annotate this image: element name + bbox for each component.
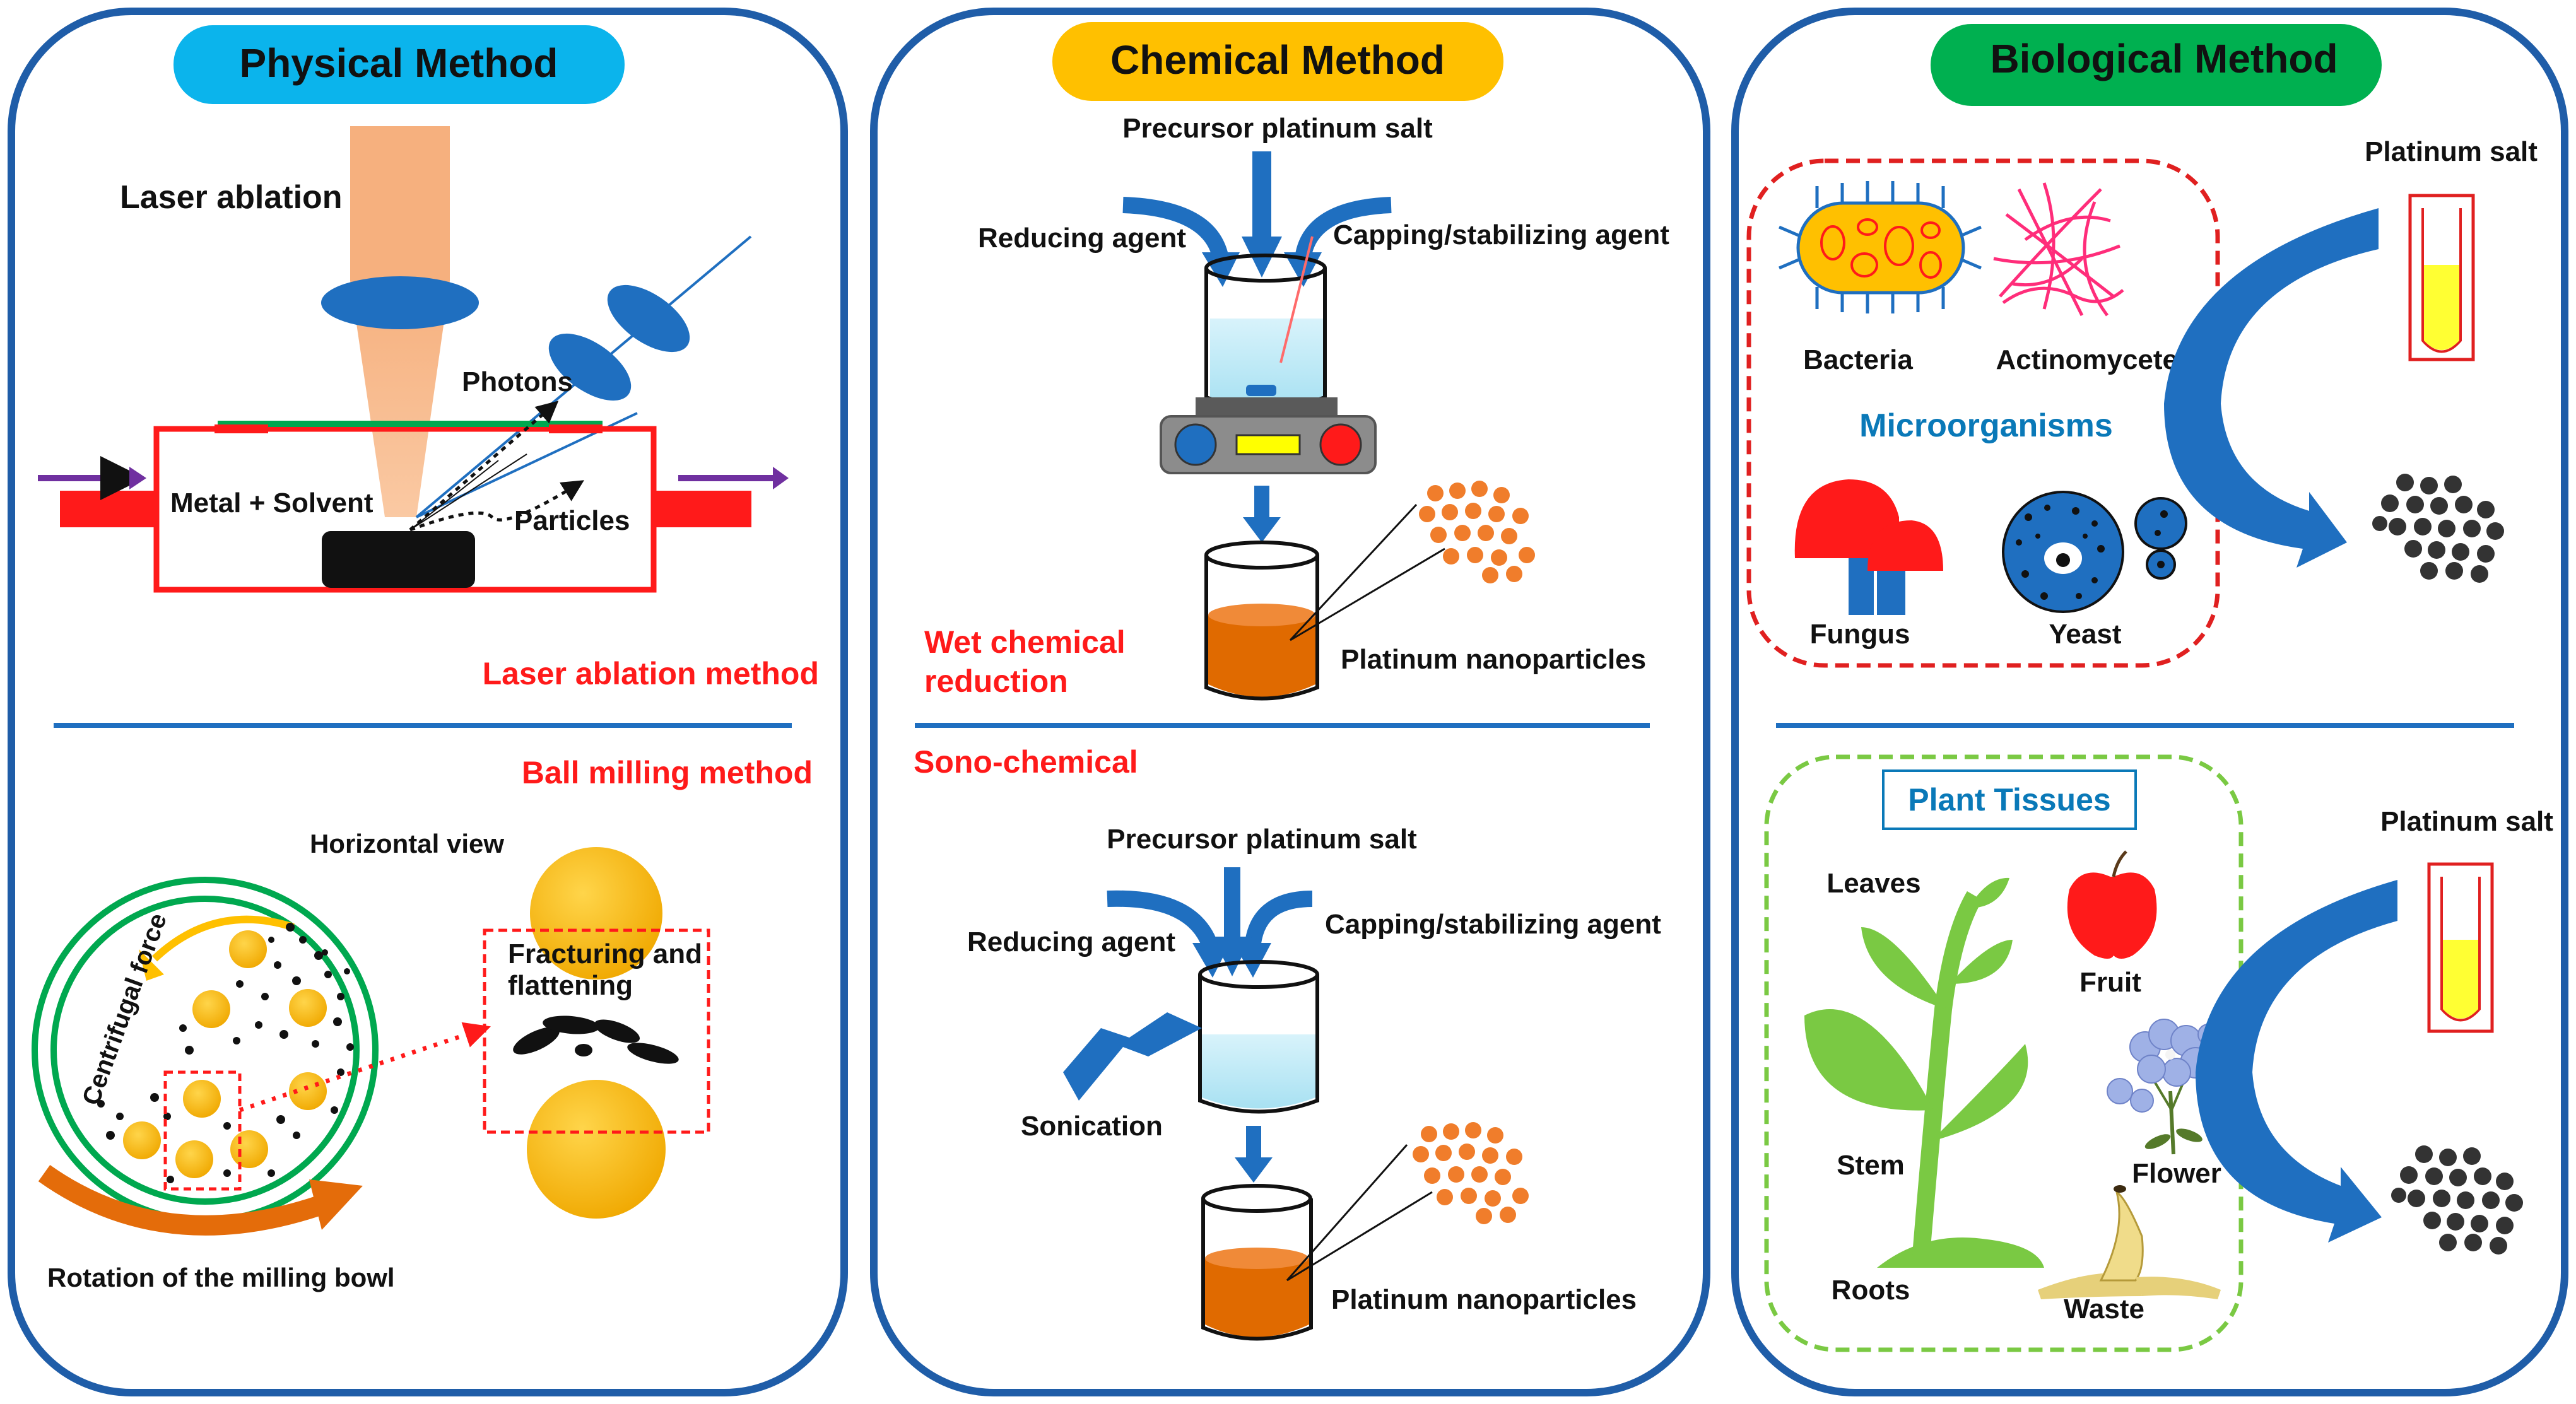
apple-icon <box>2067 850 2157 959</box>
laser-ablation-method-label: Laser ablation method <box>483 656 819 691</box>
bacteria-icon <box>1779 181 1982 313</box>
sono-nanoparticle-cluster <box>1413 1122 1529 1224</box>
microorganisms-label: Microorganisms <box>1859 407 2113 444</box>
roots-label: Roots <box>1832 1275 1910 1306</box>
wet-nanoparticles-label: Platinum nanoparticles <box>1341 644 1646 675</box>
milling-ball <box>175 1140 213 1178</box>
stem-label: Stem <box>1837 1150 1905 1181</box>
yeast-icon <box>2002 491 2187 613</box>
particles-label: Particles <box>514 505 630 536</box>
sono-capping-label: Capping/stabilizing agent <box>1325 909 1661 940</box>
milling-ball <box>230 1130 268 1168</box>
fracturing-label-line2: flattening <box>508 970 633 1001</box>
bacteria-label: Bacteria <box>1803 344 1913 375</box>
sono-chemical-setup <box>1063 867 1529 1341</box>
fungus-label: Fungus <box>1810 619 1910 650</box>
plant-icon <box>1804 877 2044 1268</box>
fracturing-label-line1: Fracturing and <box>508 939 702 969</box>
lens-icon <box>321 276 479 329</box>
rotation-label: Rotation of the milling bowl <box>47 1263 395 1292</box>
wet-reduction-setup <box>1122 151 1535 701</box>
photons-label: Photons <box>462 366 573 397</box>
wet-method-label-line2: reduction <box>924 664 1068 699</box>
milling-ball <box>183 1080 221 1118</box>
wet-nanoparticle-cluster <box>1419 481 1535 583</box>
physical-panel <box>8 8 848 1396</box>
micro-salt-label: Platinum salt <box>2365 136 2538 167</box>
plant-product-nanoparticles <box>2391 1145 2523 1255</box>
sono-precursor-label: Precursor platinum salt <box>1107 824 1417 855</box>
plant-tissues-label: Plant Tissues <box>1908 782 2110 817</box>
sono-nanoparticles-label: Platinum nanoparticles <box>1331 1284 1637 1315</box>
milling-bowl <box>32 877 491 1236</box>
horizontal-view-label: Horizontal view <box>310 829 504 858</box>
wet-method-label-line1: Wet chemical <box>924 624 1126 660</box>
wet-precursor-label: Precursor platinum salt <box>1122 113 1433 144</box>
plant-salt-label: Platinum salt <box>2380 806 2553 837</box>
micro-product-nanoparticles <box>2372 474 2504 583</box>
laser-ablation-label: Laser ablation <box>120 179 343 216</box>
physical-title: Physical Method <box>240 40 558 86</box>
flower-label: Flower <box>2132 1158 2221 1189</box>
fungus-icon <box>1794 479 1943 615</box>
wet-capping-label: Capping/stabilizing agent <box>1333 219 1669 250</box>
micro-test-tube-icon <box>2408 194 2475 361</box>
centrifugal-force-label: Centrifugal force <box>77 910 172 1109</box>
chemical-title-pill <box>1052 22 1503 101</box>
milling-ball <box>229 930 267 968</box>
biological-title-pill <box>1931 24 2382 106</box>
plant-synthesis-arrow <box>2196 880 2397 1243</box>
banana-peel-icon <box>2038 1185 2221 1299</box>
biological-title: Biological Method <box>1990 36 2338 81</box>
milling-ball <box>289 1072 327 1110</box>
metal-target <box>322 531 475 588</box>
metal-solvent-label: Metal + Solvent <box>170 488 373 518</box>
wet-reducing-label: Reducing agent <box>978 223 1186 254</box>
sonication-bolt-icon <box>1063 1012 1202 1101</box>
biological-panel <box>1731 8 2568 1396</box>
sono-reducing-label: Reducing agent <box>967 927 1175 957</box>
sonication-label: Sonication <box>1021 1111 1163 1142</box>
milling-ball <box>192 990 230 1028</box>
waste-label: Waste <box>2064 1294 2144 1325</box>
actinomycetes-icon <box>1993 182 2124 317</box>
yeast-label: Yeast <box>2049 619 2122 650</box>
laser-ablation-diagram <box>38 126 789 593</box>
ball-milling-method-label: Ball milling method <box>522 755 813 790</box>
chemical-panel <box>870 8 1710 1396</box>
actinomycetes-label: Actinomycetes <box>1996 344 2193 375</box>
physical-title-pill <box>173 25 625 104</box>
milling-ball <box>123 1121 161 1159</box>
chemical-title: Chemical Method <box>1110 37 1445 83</box>
leaves-label: Leaves <box>1826 868 1920 899</box>
milling-ball <box>289 989 327 1027</box>
plant-test-tube-icon <box>2427 862 2494 1033</box>
sono-method-label: Sono-chemical <box>914 744 1138 780</box>
fruit-label: Fruit <box>2079 967 2141 998</box>
fracturing-detail <box>483 847 710 1219</box>
plant-tissues-title-box <box>1882 769 2137 830</box>
micro-synthesis-arrow <box>2164 208 2379 568</box>
